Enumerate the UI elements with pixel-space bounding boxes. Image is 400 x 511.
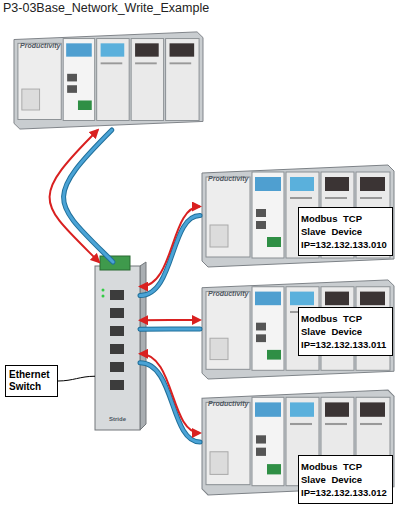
cable-core — [140, 328, 200, 331]
switch-illustration — [95, 256, 146, 430]
callout-text: Ethernet Switch — [9, 369, 54, 393]
cable-outline — [64, 130, 113, 262]
ethernet-cable — [50, 130, 113, 262]
switch-body — [95, 266, 140, 430]
switch-port — [110, 326, 124, 336]
leader-line — [58, 376, 95, 381]
switch-port — [110, 380, 124, 390]
diagram-title: P3-03Base_Network_Write_Example — [3, 1, 209, 15]
data-flow-arrow — [140, 207, 200, 287]
plc-rack: ProductivityModbus TCP Slave Device IP=1… — [200, 278, 395, 380]
plc-rack: ProductivityModbus TCP Slave Device IP=1… — [200, 163, 395, 268]
ethernet-switch: Stride — [95, 262, 140, 430]
callout-text: Modbus TCP Slave Device IP=132.132.133.0… — [301, 212, 390, 251]
plc-rack: ProductivityModbus TCP Slave Device IP=1… — [200, 388, 395, 496]
brand-label: Productivity — [208, 400, 248, 407]
switch-port — [110, 290, 124, 300]
leader-line — [58, 376, 95, 381]
data-flow-arrow — [140, 354, 200, 433]
brand-label: Stride — [95, 416, 140, 422]
ethernet-cable — [140, 354, 200, 442]
switch-port — [110, 344, 124, 354]
brand-label: Productivity — [208, 175, 248, 182]
ethernet-cable — [140, 207, 200, 296]
slave-plc-rack — [202, 280, 394, 379]
ethernet-cable — [140, 320, 200, 329]
brand-label: Productivity — [20, 42, 60, 49]
data-flow-arrow — [50, 130, 99, 262]
data-flow-arrow — [140, 319, 200, 321]
brand-label: Productivity — [208, 290, 248, 297]
callout-box: Modbus TCP Slave Device IP=132.132.133.0… — [298, 455, 393, 504]
callout-text: Modbus TCP Slave Device IP=132.132.133.0… — [301, 460, 390, 499]
cable-outline — [140, 327, 200, 332]
switch-port — [110, 308, 124, 318]
callout-box: Modbus TCP Slave Device IP=132.132.133.0… — [298, 307, 393, 356]
status-led — [102, 295, 105, 298]
master-plc-rack — [14, 32, 203, 129]
callout-text: Modbus TCP Slave Device IP=132.132.133.0… — [301, 312, 390, 351]
status-led — [102, 289, 105, 292]
callout-box: Ethernet Switch — [5, 365, 58, 397]
plc-rack: Productivity — [12, 30, 204, 130]
switch-port — [110, 362, 124, 372]
slave-plc-rack — [202, 165, 394, 267]
cable-core — [64, 130, 113, 262]
callout-box: Modbus TCP Slave Device IP=132.132.133.0… — [298, 207, 393, 256]
